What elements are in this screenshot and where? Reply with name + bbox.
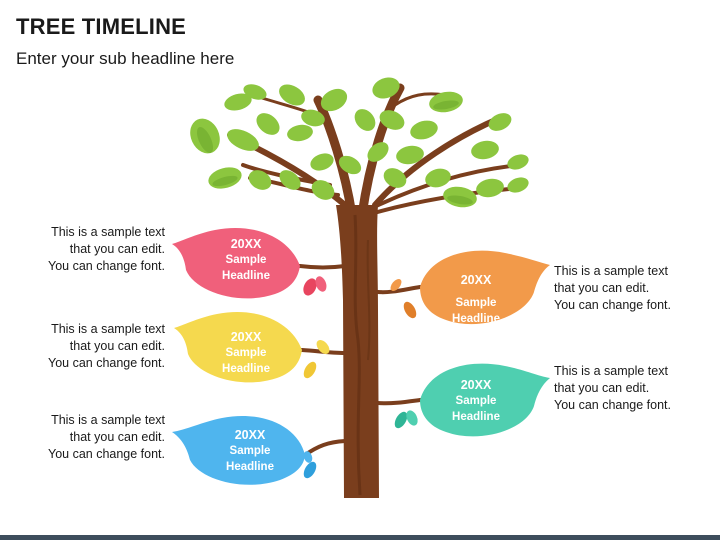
milestone-headline-line1: Sample xyxy=(229,445,271,457)
description-line: You can change font. xyxy=(48,447,165,461)
milestone-description-pink: This is a sample text that you can edit.… xyxy=(5,224,165,275)
milestone-leaf-orange xyxy=(420,250,550,325)
milestone-headline-line1: Sample xyxy=(455,297,497,309)
milestone-year: 20XX xyxy=(460,273,492,287)
description-line: that you can edit. xyxy=(69,339,165,353)
canopy-leaves xyxy=(190,77,529,208)
accent-leaves xyxy=(303,276,418,479)
description-line: This is a sample text xyxy=(51,322,165,336)
milestone-headline-line2: Headline xyxy=(222,363,270,375)
description-line: that you can edit. xyxy=(554,281,650,295)
description-line: that you can edit. xyxy=(69,430,165,444)
milestone-leaf-blue xyxy=(172,415,305,485)
milestone-headline-line2: Headline xyxy=(222,270,270,282)
milestone-year: 20XX xyxy=(230,330,262,344)
milestone-label-blue: 20XX Sample Headline xyxy=(195,427,305,475)
page-subtitle: Enter your sub headline here xyxy=(16,49,235,68)
milestone-headline-line1: Sample xyxy=(225,347,267,359)
description-line: that you can edit. xyxy=(69,242,165,256)
description-line: This is a sample text xyxy=(51,413,165,427)
description-line: This is a sample text xyxy=(51,225,165,239)
milestone-leaf-teal xyxy=(420,363,550,437)
footer-bar xyxy=(0,535,720,540)
description-line: You can change font. xyxy=(554,398,671,412)
page-title: TREE TIMELINE xyxy=(16,14,187,39)
milestone-headline-line2: Headline xyxy=(452,411,500,423)
milestone-label-pink: 20XX Sample Headline xyxy=(191,236,301,284)
milestone-description-teal: This is a sample text that you can edit.… xyxy=(554,363,714,414)
description-line: You can change font. xyxy=(48,259,165,273)
description-line: You can change font. xyxy=(48,356,165,370)
tree-trunk xyxy=(336,205,379,498)
milestone-leaf-pink xyxy=(172,227,300,299)
milestone-label-yellow: 20XX Sample Headline xyxy=(191,329,301,377)
milestone-description-yellow: This is a sample text that you can edit.… xyxy=(5,321,165,372)
milestone-label-teal: 20XX Sample Headline xyxy=(421,377,531,425)
milestone-description-orange: This is a sample text that you can edit.… xyxy=(554,263,714,314)
milestone-headline-line1: Sample xyxy=(225,254,267,266)
milestone-year: 20XX xyxy=(460,378,492,392)
milestone-year: 20XX xyxy=(234,428,266,442)
milestone-year: 20XX xyxy=(230,237,262,251)
milestone-headline-line2: Headline xyxy=(452,313,500,325)
milestone-label-orange: 20XX Sample Headline xyxy=(421,272,531,327)
description-line: This is a sample text xyxy=(554,264,668,278)
milestone-headline-line1: Sample xyxy=(455,395,497,407)
description-line: This is a sample text xyxy=(554,364,668,378)
description-line: that you can edit. xyxy=(554,381,650,395)
description-line: You can change font. xyxy=(554,298,671,312)
milestone-leaf-yellow xyxy=(174,311,302,383)
milestone-headline-line2: Headline xyxy=(226,461,274,473)
milestone-description-blue: This is a sample text that you can edit.… xyxy=(5,412,165,463)
